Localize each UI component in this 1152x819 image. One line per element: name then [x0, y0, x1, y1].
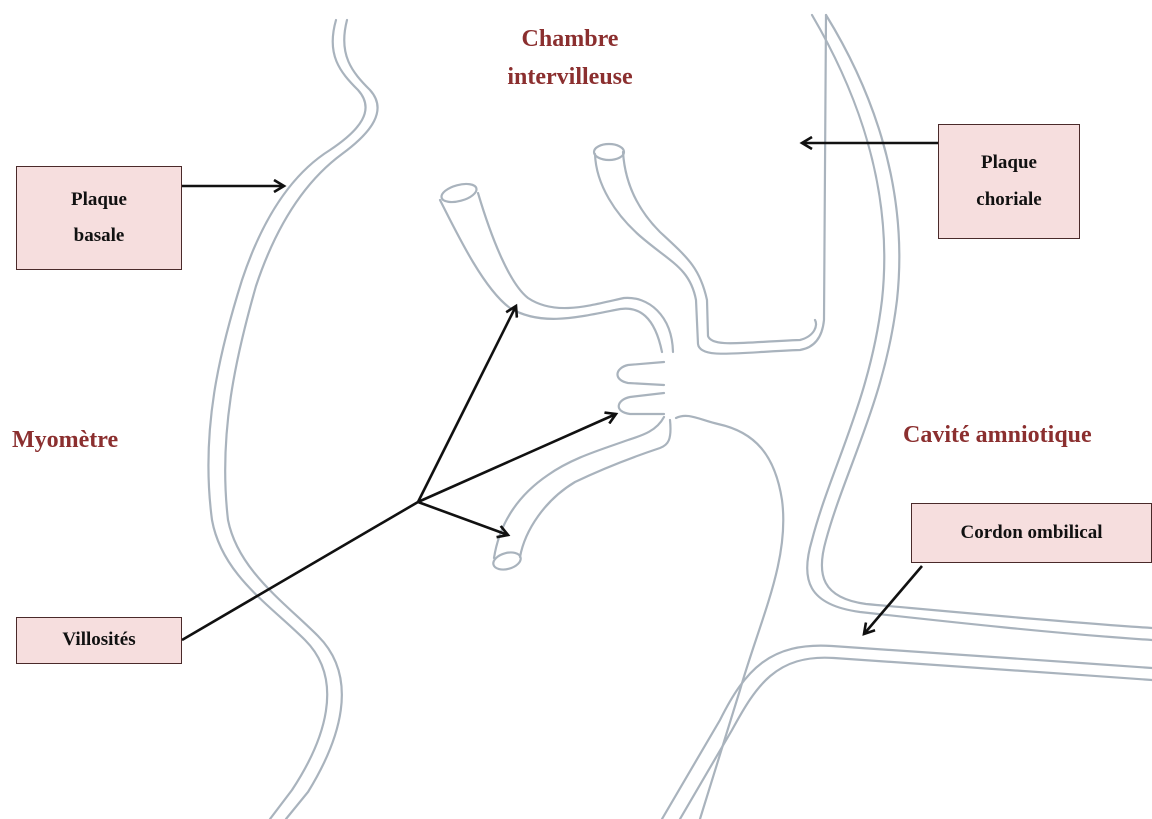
plaque-choriale-line1: Plaque: [981, 152, 1037, 174]
basal-plate-outline: [207, 18, 379, 819]
chambre-line2: intervilleuse: [507, 64, 633, 91]
plaque-choriale-line2: choriale: [976, 188, 1042, 210]
plaque-basale-line1: Plaque: [71, 188, 127, 210]
villosites-label: Villosités: [62, 629, 136, 651]
chambre-line1: Chambre: [521, 26, 619, 52]
arrow-villosite-lower: [417, 500, 508, 535]
plaque-choriale-box: Plaque choriale: [938, 124, 1080, 239]
cordon-label: Cordon ombilical: [960, 521, 1103, 543]
chorionic-plate-outline: [660, 13, 1152, 819]
myometre-label: Myomètre: [12, 427, 119, 453]
plaque-basale-box: Plaque basale: [16, 166, 182, 270]
cavite-label: Cavité amniotique: [903, 422, 1092, 448]
cordon-box: Cordon ombilical: [911, 503, 1152, 563]
villosites-leader: [181, 500, 419, 642]
callout-arrows: [181, 143, 938, 642]
arrow-villosite-middle: [417, 414, 616, 504]
villosites-box: Villosités: [16, 617, 182, 664]
villi-outline: [438, 13, 828, 819]
arrow-villosite-upper: [416, 306, 516, 503]
plaque-basale-line2: basale: [73, 225, 125, 246]
arrow-cordon: [864, 565, 923, 634]
chambre-label: Chambre intervilleuse: [460, 20, 680, 97]
